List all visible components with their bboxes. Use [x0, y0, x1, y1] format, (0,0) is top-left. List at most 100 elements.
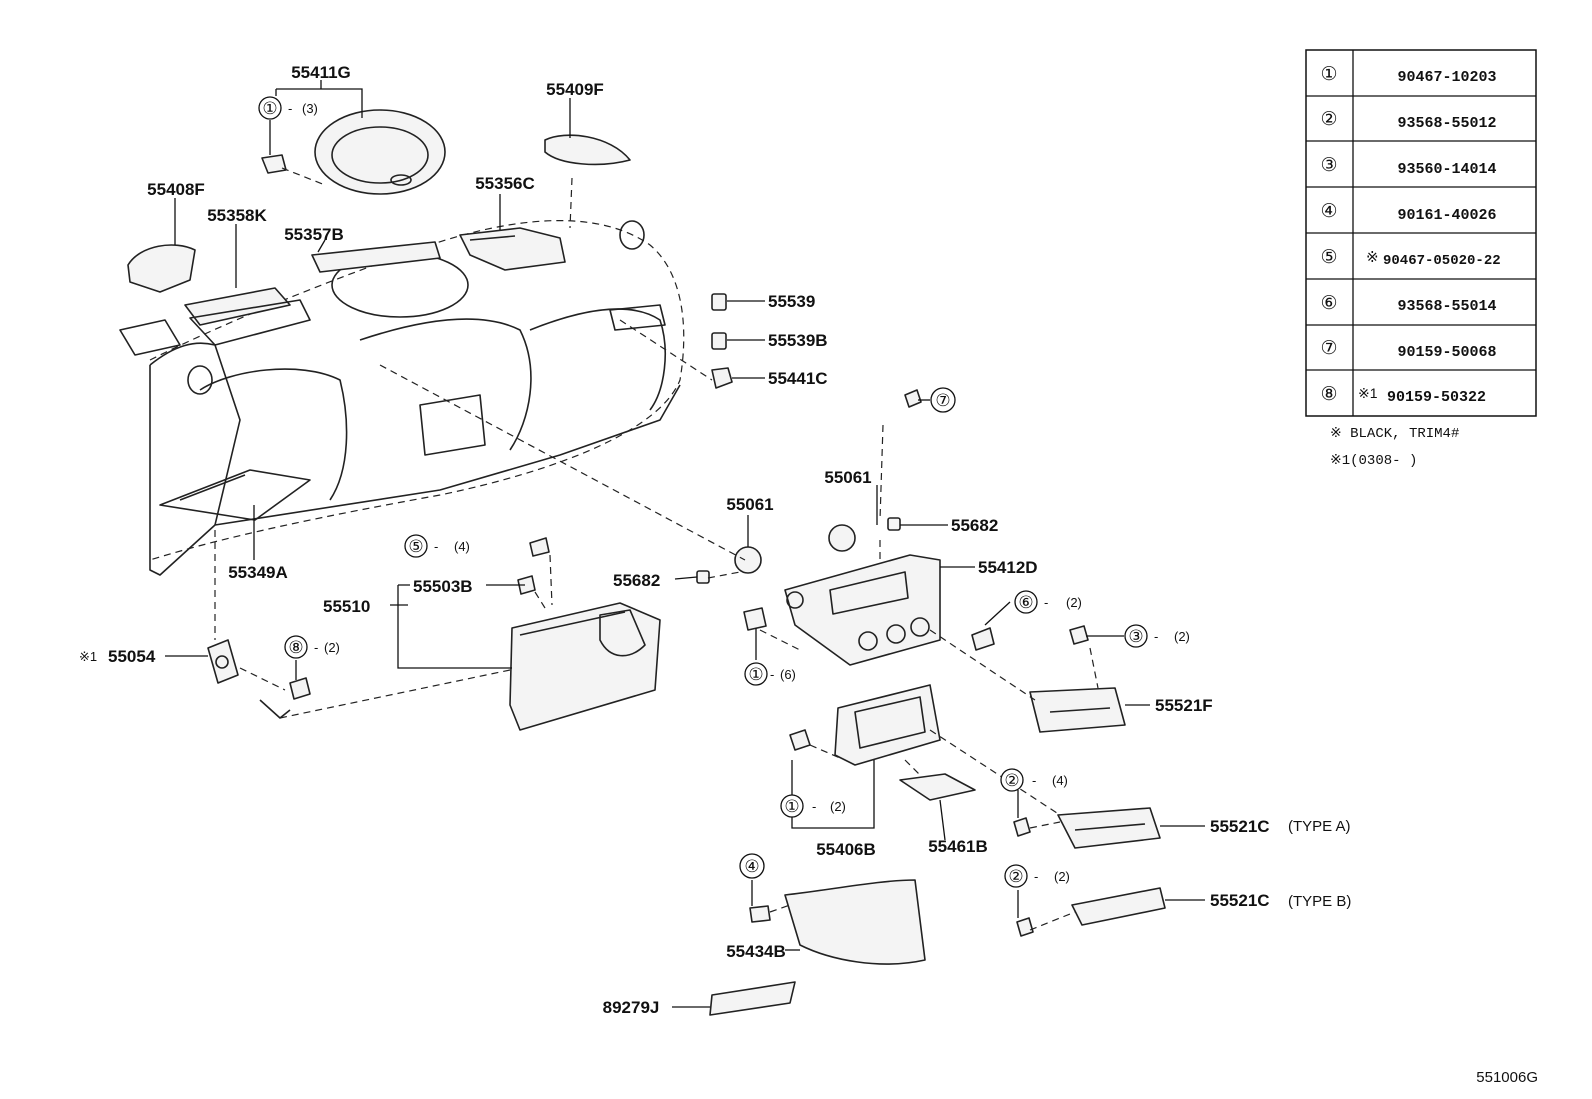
label-55054-mark: ※1 [79, 649, 97, 664]
callout-qty: (4) [1052, 773, 1068, 788]
part-55510-glove-box [509, 602, 661, 731]
label-55409f: 55409F [546, 80, 604, 99]
part-55682-b [887, 517, 901, 531]
part-55406b-bezel [789, 684, 941, 766]
part-89279j-trim [709, 981, 796, 1016]
part-55539b-clip [711, 332, 727, 350]
callout-1-top: ① - (3) [258, 96, 318, 120]
part-55061-knob-b [828, 524, 856, 552]
callout-dash: - [1044, 595, 1048, 610]
label-type-a: (TYPE A) [1288, 818, 1351, 835]
part-55434b-cover [784, 879, 926, 965]
label-55434b: 55434B [726, 942, 786, 961]
callout-num: ② [1004, 771, 1019, 790]
label-type-b: (TYPE B) [1288, 893, 1351, 910]
label-55539: 55539 [768, 292, 815, 311]
table-part-7: 90159-50068 [1397, 344, 1496, 361]
table-part-1: 90467-10203 [1397, 69, 1496, 86]
fastener-shapes [289, 389, 1089, 937]
callout-num: ① [748, 665, 763, 684]
table-ref-4: ④ [1320, 201, 1337, 222]
label-55412d: 55412D [978, 558, 1038, 577]
part-55409f-cover [544, 134, 631, 166]
callout-dash: - [770, 667, 774, 682]
part-55061-knob-a [734, 546, 762, 574]
callout-3: ③ - (2) [1124, 624, 1190, 648]
table-part-4: 90161-40026 [1397, 207, 1496, 224]
table-ref-7: ⑦ [1320, 338, 1337, 359]
callout-num: ⑥ [1018, 593, 1033, 612]
table-part-5: 90467-05020-22 [1383, 253, 1501, 269]
table-mark-5: ※ [1366, 249, 1379, 266]
label-55357b: 55357B [284, 225, 344, 244]
label-55539b: 55539B [768, 331, 828, 350]
table-part-6: 93568-55014 [1397, 298, 1496, 315]
part-55408f-cover [127, 244, 196, 293]
instrument-panel-illustration [119, 220, 685, 576]
label-55521f: 55521F [1155, 696, 1213, 715]
table-part-2: 93568-55012 [1397, 115, 1496, 132]
assembly-lines [214, 167, 1099, 931]
label-55441c: 55441C [768, 369, 828, 388]
callout-num: ① [784, 797, 799, 816]
table-ref-6: ⑥ [1320, 293, 1337, 314]
callout-num: ⑤ [408, 537, 423, 556]
part-55411g-hood [261, 109, 446, 195]
callout-1-mid: ① - (6) [744, 662, 796, 686]
callout-4: ④ [739, 853, 765, 879]
callout-num: ③ [1128, 627, 1143, 646]
callout-2-mid: ② - (4) [1000, 768, 1068, 792]
callout-7: ⑦ [930, 387, 956, 413]
table-ref-2: ② [1320, 109, 1337, 130]
label-55521c-b: 55521C [1210, 891, 1270, 910]
label-55503b: 55503B [413, 577, 473, 596]
callout-qty: (3) [302, 101, 318, 116]
part-55054-lock [207, 639, 291, 719]
callout-num: ⑦ [935, 391, 950, 410]
table-ref-3: ③ [1320, 155, 1337, 176]
callout-6: ⑥ - (2) [1014, 590, 1082, 614]
part-55461b-tray [899, 773, 976, 801]
callout-num: ⑧ [288, 638, 303, 657]
label-55682-b: 55682 [951, 516, 998, 535]
callout-qty: (2) [324, 640, 340, 655]
callout-2-low: ② - (2) [1004, 864, 1070, 888]
callout-num: ② [1008, 867, 1023, 886]
callout-dash: - [1034, 869, 1038, 884]
callout-dash: - [1154, 629, 1158, 644]
callout-1-low: ① - (2) [780, 794, 846, 818]
diagram-id: 551006G [1476, 1069, 1538, 1086]
label-55356c: 55356C [475, 174, 535, 193]
callout-qty: (2) [1174, 629, 1190, 644]
callout-qty: (2) [830, 799, 846, 814]
table-ref-8: ⑧ [1320, 384, 1337, 405]
label-55061-b: 55061 [824, 468, 871, 487]
table-ref-1: ① [1320, 64, 1337, 85]
label-55510: 55510 [323, 597, 370, 616]
label-55349a: 55349A [228, 563, 288, 582]
callout-dash: - [1032, 773, 1036, 788]
label-55521c-a: 55521C [1210, 817, 1270, 836]
callout-qty: (6) [780, 667, 796, 682]
callout-dash: - [434, 539, 438, 554]
label-55061-a: 55061 [726, 495, 773, 514]
callout-qty: (4) [454, 539, 470, 554]
callout-num: ④ [744, 857, 759, 876]
callout-qty: (2) [1066, 595, 1082, 610]
label-55682-a: 55682 [613, 571, 660, 590]
part-55539-clip [711, 293, 727, 311]
label-55411g: 55411G [291, 63, 351, 82]
label-55408f: 55408F [147, 180, 205, 199]
label-55054: 55054 [108, 647, 156, 666]
callout-5: ⑤ - (4) [404, 534, 470, 558]
label-89279j: 89279J [603, 998, 660, 1017]
part-55521c-type-a [1057, 807, 1161, 849]
part-55521c-type-b [1071, 887, 1166, 926]
label-55358k: 55358K [207, 206, 267, 225]
table-part-3: 93560-14014 [1397, 161, 1496, 178]
label-55406b: 55406B [816, 840, 876, 859]
callout-qty: - [288, 101, 292, 116]
callout-8: ⑧ - (2) [284, 635, 340, 659]
